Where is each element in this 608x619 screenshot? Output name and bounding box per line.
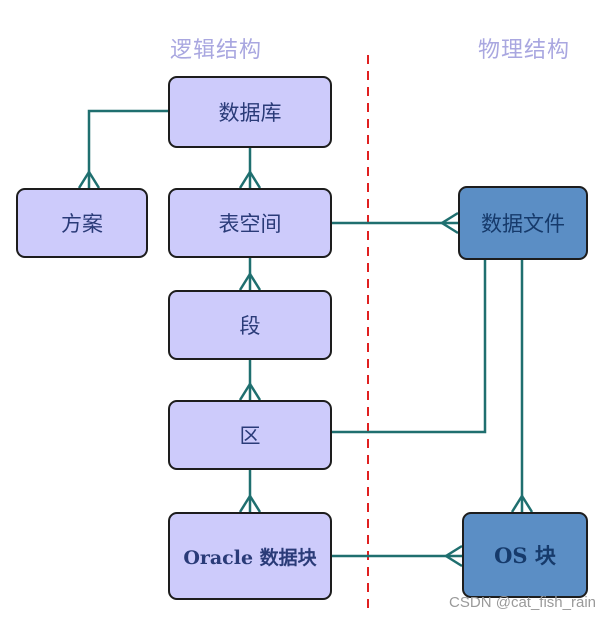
database-box: 数据库 <box>168 76 332 148</box>
crowfoot-tablespace <box>238 169 262 189</box>
tablespace-box: 表空间 <box>168 188 332 258</box>
segment-label: 段 <box>239 314 261 338</box>
extent-box: 区 <box>168 400 332 470</box>
crowfoot-datafile <box>439 211 459 235</box>
datafile-box: 数据文件 <box>458 186 588 260</box>
crowfoot-osblock-left <box>443 544 463 568</box>
os-block-label: OS 块 <box>494 543 556 568</box>
datafile-label: 数据文件 <box>481 212 565 236</box>
crowfoot-segment <box>238 271 262 291</box>
crowfoot-block <box>238 493 262 513</box>
connector-datafile-extent <box>332 260 487 434</box>
crowfoot-osblock <box>510 493 534 513</box>
watermark: CSDN @cat_fish_rain <box>449 594 596 611</box>
physical-structure-header: 物理结构 <box>478 38 571 63</box>
oracle-block-box: Oracle 数据块 <box>168 512 332 600</box>
schema-label: 方案 <box>61 212 103 236</box>
extent-label: 区 <box>239 424 261 448</box>
oracle-block-label: Oracle 数据块 <box>183 546 317 569</box>
tablespace-label: 表空间 <box>218 212 282 236</box>
logical-structure-header: 逻辑结构 <box>170 38 263 63</box>
segment-box: 段 <box>168 290 332 360</box>
schema-box: 方案 <box>16 188 148 258</box>
crowfoot-extent <box>238 381 262 401</box>
crowfoot-schema <box>77 169 101 189</box>
os-block-box: OS 块 <box>462 512 588 598</box>
connector-database-schema <box>87 109 170 188</box>
database-label: 数据库 <box>218 101 282 125</box>
